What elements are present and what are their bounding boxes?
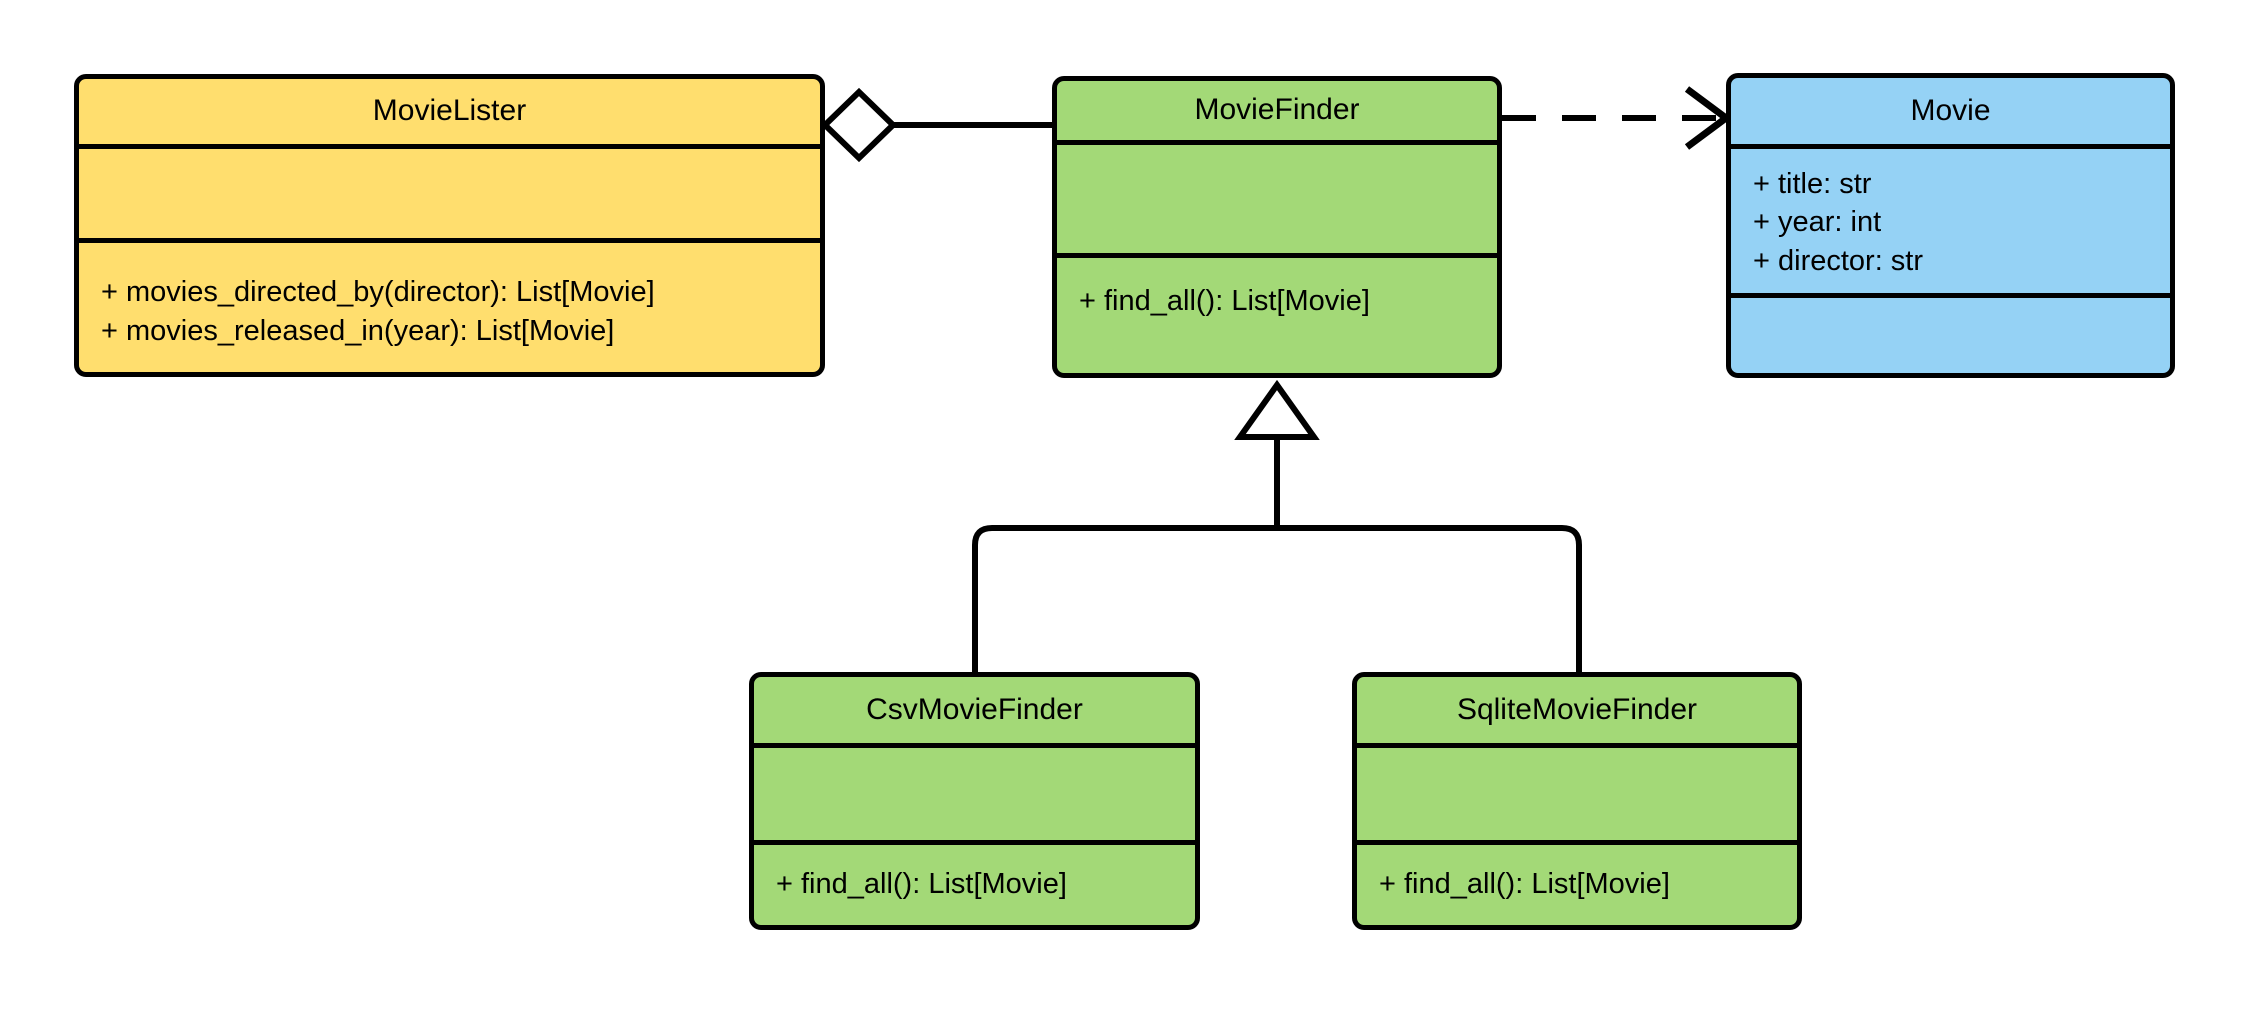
open-arrow-icon	[1684, 86, 1732, 150]
class-member: + director: str	[1753, 244, 1924, 277]
class-member: + movies_released_in(year): List[Movie]	[101, 314, 615, 347]
class-attributes-compartment-moviefinder	[1057, 140, 1497, 253]
class-box-movielister[interactable]: MovieLister + movies_directed_by(directo…	[74, 74, 825, 377]
class-methods-compartment-moviefinder: + find_all(): List[Movie]	[1057, 253, 1497, 373]
class-member: + movies_directed_by(director): List[Mov…	[101, 276, 655, 309]
class-member: + find_all(): List[Movie]	[1379, 868, 1670, 900]
class-name-moviefinder: MovieFinder	[1194, 93, 1360, 127]
class-methods-compartment-movielister: + movies_directed_by(director): List[Mov…	[79, 238, 820, 372]
class-name-sqlitemoviefinder: SqliteMovieFinder	[1456, 692, 1698, 726]
class-methods-compartment-movie	[1731, 293, 2170, 373]
class-box-moviefinder[interactable]: MovieFinder + find_all(): List[Movie]	[1052, 76, 1502, 378]
class-name-compartment-movielister: MovieLister	[79, 79, 820, 144]
aggregation-edge-movielister-moviefinder	[820, 87, 1052, 163]
generalization-edge-group	[972, 379, 1582, 672]
class-methods-compartment-sqlitemoviefinder: + find_all(): List[Movie]	[1357, 840, 1797, 925]
class-member: + find_all(): List[Movie]	[776, 868, 1067, 900]
class-member: + year: int	[1753, 206, 1882, 239]
class-member: + find_all(): List[Movie]	[1079, 285, 1370, 317]
hollow-diamond-icon	[820, 87, 898, 163]
class-attributes-compartment-movielister	[79, 144, 820, 238]
class-attributes-compartment-sqlitemoviefinder	[1357, 743, 1797, 840]
class-member: + title: str	[1753, 168, 1872, 200]
class-attributes-compartment-csvmoviefinder	[754, 743, 1195, 840]
generalization-branch-line	[972, 525, 1582, 672]
dependency-edge-moviefinder-movie	[1502, 86, 1732, 150]
class-name-movielister: MovieLister	[372, 94, 527, 128]
class-box-sqlitemoviefinder[interactable]: SqliteMovieFinder + find_all(): List[Mov…	[1352, 672, 1802, 930]
class-methods-compartment-csvmoviefinder: + find_all(): List[Movie]	[754, 840, 1195, 925]
hollow-triangle-icon	[1234, 379, 1320, 440]
class-name-movie: Movie	[1910, 93, 1991, 127]
class-name-compartment-movie: Movie	[1731, 78, 2170, 144]
class-name-compartment-moviefinder: MovieFinder	[1057, 81, 1497, 140]
class-name-csvmoviefinder: CsvMovieFinder	[866, 692, 1083, 726]
class-attributes-compartment-movie: + title: str + year: int + director: str	[1731, 144, 2170, 293]
class-box-csvmoviefinder[interactable]: CsvMovieFinder + find_all(): List[Movie]	[749, 672, 1200, 930]
class-box-movie[interactable]: Movie + title: str + year: int + directo…	[1726, 73, 2175, 378]
class-name-compartment-sqlitemoviefinder: SqliteMovieFinder	[1357, 677, 1797, 743]
class-name-compartment-csvmoviefinder: CsvMovieFinder	[754, 677, 1195, 743]
